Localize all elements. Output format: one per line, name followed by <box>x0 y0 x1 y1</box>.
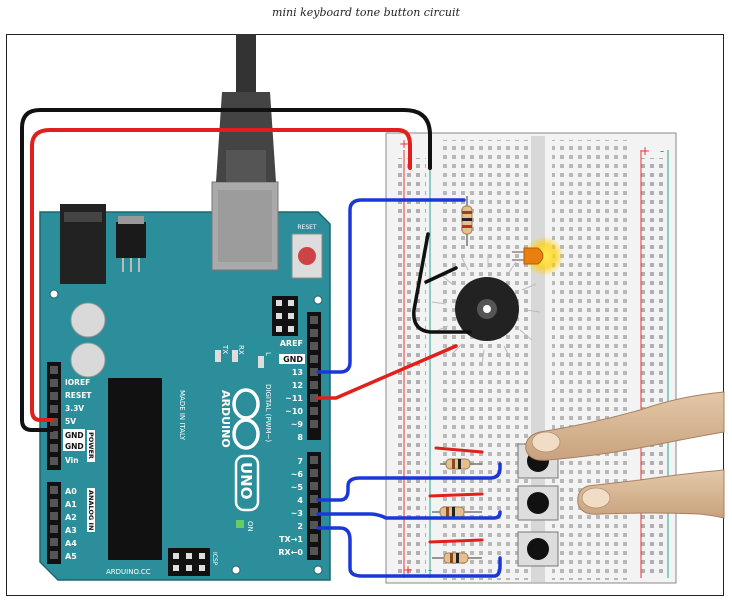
power-on-led <box>236 520 244 528</box>
pin-8-label: 8 <box>297 433 303 442</box>
gnd-power-label-2: GND <box>65 442 84 451</box>
led <box>512 236 564 276</box>
wire-black-led <box>424 266 458 284</box>
wire-black-gnd <box>20 108 432 432</box>
dc-jack-top <box>64 212 102 222</box>
rx-led <box>232 350 238 362</box>
wire-red-5v <box>30 128 412 422</box>
pin-9-label: ~9 <box>291 420 304 429</box>
pin-0-label: RX←0 <box>278 548 303 557</box>
left-power-rail <box>398 158 426 576</box>
uno-badge <box>234 454 260 512</box>
arduino-logo-icon <box>232 388 260 450</box>
made-in-label: MADE IN ITALY <box>178 390 186 441</box>
l-led <box>258 356 264 368</box>
icsp-label: ICSP <box>211 552 218 566</box>
l-label: L <box>264 352 272 356</box>
a1-label: A1 <box>65 500 77 509</box>
website-label: ARDUINO.CC <box>106 568 151 576</box>
wire-red-button-1 <box>434 446 484 454</box>
pressing-hand <box>525 391 725 519</box>
rail-plus-top: + <box>399 137 409 151</box>
resistor-led <box>461 196 473 246</box>
icsp-header-bottom <box>168 548 210 576</box>
piezo-buzzer <box>431 254 541 365</box>
usb-cable <box>216 34 276 182</box>
digital-section-label: DIGITAL (PWM~) <box>264 384 272 442</box>
pin-6-label: ~6 <box>291 470 304 479</box>
a4-label: A4 <box>65 539 77 548</box>
rail-minus-bottom: - <box>428 563 432 577</box>
pin-12-label: 12 <box>292 381 303 390</box>
reset-button-label: RESET <box>297 224 317 231</box>
pin-10-label: ~10 <box>285 407 303 416</box>
wire-blue-pin3 <box>316 510 502 520</box>
power-header <box>47 362 61 470</box>
ioref-label: IOREF <box>65 378 90 387</box>
mount-hole <box>49 289 59 299</box>
pin-7-label: 7 <box>297 457 303 466</box>
wire-red-pin11 <box>316 344 458 400</box>
mount-hole <box>313 295 323 305</box>
diagram-title: mini keyboard tone button circuit <box>272 6 460 19</box>
pin-gnd-label-box: GND <box>283 355 303 364</box>
wire-blue-pin13 <box>316 198 466 374</box>
push-button-2[interactable] <box>517 485 559 521</box>
arduino-board: RESET TX RX L MADE IN ITALY ARDUINO UNO … <box>39 181 331 581</box>
rail-minus-right: - <box>660 144 664 158</box>
microcontroller-chip <box>108 378 162 560</box>
tx-label: TX <box>221 344 229 354</box>
pin-aref-label: AREF <box>280 339 303 348</box>
rail-plus-right: + <box>640 144 650 158</box>
gnd-power-label: GND <box>65 431 84 440</box>
reset-pin-label: RESET <box>65 391 92 400</box>
a3-label: A3 <box>65 526 77 535</box>
resistor-button-1 <box>440 458 482 470</box>
vin-label: Vin <box>65 456 79 465</box>
rx-label: RX <box>237 345 245 355</box>
tx-led <box>215 350 221 362</box>
wires <box>20 108 502 578</box>
push-button-3[interactable] <box>517 531 559 567</box>
v5-label: 5V <box>65 417 76 426</box>
power-section-label: POWER <box>87 432 95 459</box>
wire-blue-pin4 <box>316 462 502 502</box>
pin-3-label: ~3 <box>291 509 303 518</box>
pin-1-label: TX→1 <box>279 535 303 544</box>
pin-4-label: 4 <box>297 496 303 505</box>
voltage-regulator <box>116 222 146 258</box>
a0-label: A0 <box>65 487 77 496</box>
pin-5-label: ~5 <box>291 483 304 492</box>
analog-section-label: ANALOG IN <box>87 490 95 530</box>
rail-plus-bottom: + <box>403 563 413 577</box>
pin-11-label: ~11 <box>285 394 303 403</box>
capacitor <box>70 302 106 338</box>
a5-label: A5 <box>65 552 77 561</box>
on-label: ON <box>246 521 254 532</box>
wire-black-buzzer <box>412 232 472 334</box>
icsp-header-top <box>272 296 298 336</box>
v33-label: 3.3V <box>65 404 84 413</box>
capacitor <box>70 342 106 378</box>
resistor-button-2 <box>432 506 482 518</box>
digital-header-bottom <box>307 452 321 560</box>
wire-red-button-2 <box>428 492 484 498</box>
mount-hole <box>313 565 323 575</box>
wire-blue-pin2 <box>316 526 502 578</box>
mount-hole <box>231 565 241 575</box>
a2-label: A2 <box>65 513 77 522</box>
regulator-tab <box>118 216 144 224</box>
wire-red-button-3 <box>428 538 484 544</box>
resistor-button-3 <box>432 552 482 564</box>
brand-label: ARDUINO <box>219 390 232 448</box>
pin-2-label: 2 <box>297 522 303 531</box>
pin-13-label: 13 <box>292 368 303 377</box>
model-label: UNO <box>237 462 255 500</box>
